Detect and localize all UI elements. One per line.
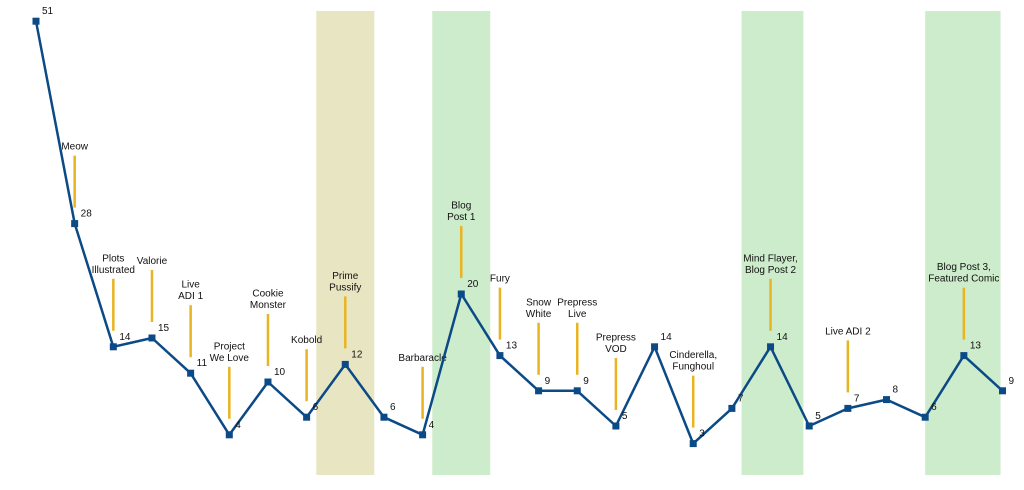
- data-point: [303, 413, 311, 421]
- series-line: [34, 20, 1004, 445]
- data-label: 6: [390, 402, 396, 413]
- data-point: [960, 352, 968, 360]
- data-label: 14: [777, 332, 789, 343]
- data-point: [883, 396, 891, 404]
- data-label: 3: [699, 429, 705, 440]
- data-point: [71, 220, 79, 228]
- data-label: 6: [313, 402, 319, 413]
- data-point: [844, 404, 852, 412]
- data-label: 14: [119, 332, 131, 343]
- data-label: 12: [351, 349, 363, 360]
- data-point: [535, 387, 543, 395]
- annotation-stems: [73, 155, 966, 428]
- data-point: [32, 17, 40, 25]
- data-label: 6: [931, 402, 937, 413]
- data-point: [612, 422, 620, 430]
- data-label: 11: [197, 358, 208, 369]
- data-label: 5: [815, 411, 821, 422]
- annotation-label: Live ADI 2: [825, 326, 871, 337]
- data-label: 20: [467, 279, 479, 290]
- data-point: [341, 360, 349, 368]
- data-label: 13: [506, 341, 518, 352]
- annotation-label: Barbaracle: [398, 353, 447, 364]
- data-label: 8: [893, 385, 899, 396]
- data-label: 4: [235, 420, 241, 431]
- data-label: 28: [81, 209, 93, 220]
- data-label: 51: [42, 6, 54, 17]
- annotation-label: Valorie: [137, 256, 168, 267]
- highlight-band-3: [741, 11, 804, 475]
- data-label: 9: [1009, 376, 1015, 387]
- data-label: 5: [622, 411, 628, 422]
- data-label: 14: [661, 332, 673, 343]
- annotation-label: Cinderella,Funghoul: [669, 350, 717, 373]
- data-label: 4: [429, 420, 435, 431]
- highlight-band-1: [316, 11, 375, 475]
- data-label: 7: [738, 393, 744, 404]
- data-point: [380, 413, 388, 421]
- annotation-label: Blog Post 3,Featured Comic: [928, 262, 999, 285]
- data-point: [419, 431, 427, 439]
- series-line-layer: [34, 20, 1004, 445]
- data-label: 10: [274, 367, 286, 378]
- data-label: 9: [545, 376, 551, 387]
- data-label: 13: [970, 341, 982, 352]
- data-point: [148, 334, 156, 342]
- data-point: [225, 431, 233, 439]
- value-labels: 51 28 14 15 11 4 10 6 12 6 4 20 13 9 9 5 14 3 7 14 5 7 8 6 13 9: [42, 6, 1015, 439]
- data-point: [805, 422, 813, 430]
- data-point: [999, 387, 1006, 395]
- data-point: [496, 352, 504, 360]
- data-point: [457, 290, 465, 298]
- annotation-label: Mind Flayer,Blog Post 2: [743, 253, 797, 276]
- data-point: [728, 404, 736, 412]
- annotation-label: Fury: [490, 274, 510, 285]
- data-label: 15: [158, 323, 170, 334]
- data-point: [767, 343, 775, 351]
- data-point: [573, 387, 581, 395]
- annotation-label: Meow: [61, 142, 88, 153]
- data-label: 9: [583, 376, 589, 387]
- data-point: [109, 343, 117, 351]
- data-points: [32, 17, 1006, 448]
- data-point: [264, 378, 272, 386]
- data-point: [921, 413, 929, 421]
- annotation-label: Kobold: [291, 335, 322, 346]
- data-point: [689, 440, 697, 448]
- data-point: [651, 343, 659, 351]
- data-point: [187, 369, 195, 377]
- data-label: 7: [854, 393, 860, 404]
